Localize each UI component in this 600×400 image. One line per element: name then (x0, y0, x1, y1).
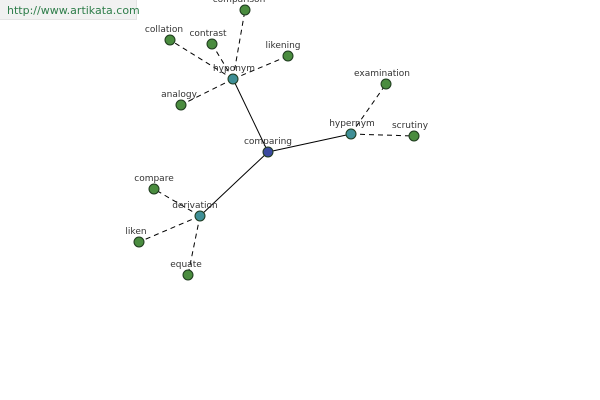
category-node-hyponym[interactable]: hyponym (213, 64, 255, 85)
term-node-likening[interactable]: likening (265, 41, 301, 62)
term-dot-liken[interactable] (133, 236, 145, 248)
edge-hyponym-analogy (180, 78, 234, 106)
edge-hypernym-scrutiny (350, 133, 415, 137)
term-dot-examination[interactable] (380, 78, 392, 90)
term-node-comparison[interactable]: comparison (213, 0, 266, 16)
term-dot-contrast[interactable] (206, 38, 218, 50)
term-node-liken[interactable]: liken (125, 227, 147, 248)
term-label-collation: collation (145, 25, 183, 35)
category-node-hypernym[interactable]: hypernym (329, 119, 375, 140)
center-node-comparing[interactable]: comparing (244, 137, 292, 158)
term-label-comparison: comparison (213, 0, 266, 5)
source-url-banner: http://www.artikata.com (0, 0, 140, 20)
category-dot-hypernym[interactable] (345, 128, 357, 140)
edge-hyponym-contrast (211, 43, 234, 80)
edge-comparing-hypernym (267, 133, 352, 153)
category-dot-derivation[interactable] (194, 210, 206, 222)
edge-derivation-equate (187, 215, 201, 276)
source-url-link[interactable]: http://www.artikata.com (7, 4, 140, 17)
term-dot-comparison[interactable] (239, 4, 251, 16)
term-dot-collation[interactable] (164, 34, 176, 46)
category-label-hyponym: hyponym (213, 64, 255, 74)
edge-hyponym-likening (232, 55, 289, 80)
term-dot-scrutiny[interactable] (408, 130, 420, 142)
term-label-liken: liken (125, 227, 146, 237)
category-node-derivation[interactable]: derivation (172, 201, 218, 222)
edge-hypernym-examination (350, 83, 387, 135)
edge-derivation-liken (138, 215, 201, 243)
term-node-scrutiny[interactable]: scrutiny (392, 121, 429, 142)
term-label-compare: compare (134, 174, 174, 184)
term-label-examination: examination (354, 69, 410, 79)
category-dot-hyponym[interactable] (227, 73, 239, 85)
term-node-contrast[interactable]: contrast (189, 29, 227, 50)
term-dot-likening[interactable] (282, 50, 294, 62)
center-dot-comparing[interactable] (262, 146, 274, 158)
term-node-collation[interactable]: collation (145, 25, 183, 46)
term-dot-equate[interactable] (182, 269, 194, 281)
category-label-derivation: derivation (172, 201, 218, 211)
term-label-scrutiny: scrutiny (392, 121, 429, 131)
edge-comparing-hyponym (232, 78, 269, 153)
edge-comparing-derivation (199, 151, 269, 217)
edge-hyponym-comparison (232, 9, 246, 80)
term-dot-compare[interactable] (148, 183, 160, 195)
term-node-analogy[interactable]: analogy (161, 90, 198, 111)
term-label-likening: likening (265, 41, 300, 51)
term-label-analogy: analogy (161, 90, 197, 100)
term-label-contrast: contrast (189, 29, 227, 39)
term-node-equate[interactable]: equate (170, 260, 202, 281)
term-dot-analogy[interactable] (175, 99, 187, 111)
center-label-comparing: comparing (244, 137, 292, 147)
category-label-hypernym: hypernym (329, 119, 375, 129)
term-node-compare[interactable]: compare (134, 174, 174, 195)
edge-hyponym-collation (169, 39, 234, 80)
term-label-equate: equate (170, 260, 202, 270)
term-node-examination[interactable]: examination (354, 69, 410, 90)
